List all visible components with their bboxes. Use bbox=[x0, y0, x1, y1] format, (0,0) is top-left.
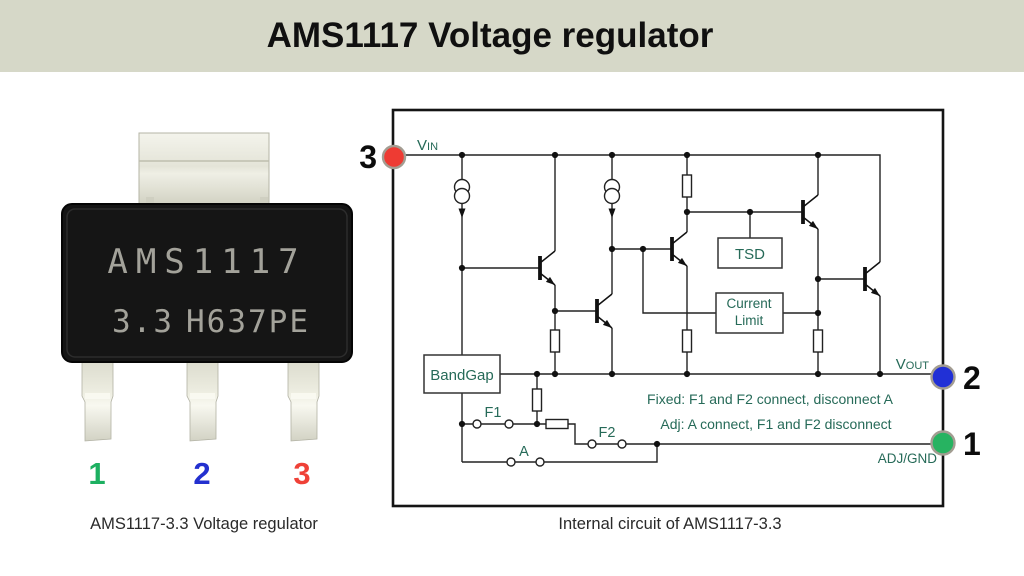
chip-marking-lot: H637PE bbox=[186, 304, 310, 340]
note-adj: Adj: A connect, F1 and F2 disconnect bbox=[660, 416, 891, 432]
vin-pin-number: 3 bbox=[359, 139, 377, 175]
chip-legs bbox=[81, 361, 320, 442]
chip-leg-1 bbox=[81, 361, 114, 442]
chip-body bbox=[61, 203, 353, 363]
current-source-1 bbox=[453, 178, 471, 219]
chip-pin-number-1: 1 bbox=[88, 456, 105, 491]
current-limit-label-2: Limit bbox=[735, 313, 764, 328]
vout-pin-marker bbox=[930, 364, 956, 390]
resistor-r4 bbox=[812, 329, 824, 353]
internal-circuit: TSD Current Limit BandGap bbox=[359, 108, 981, 508]
vin-rail bbox=[395, 154, 881, 262]
tsd-block: TSD bbox=[717, 237, 783, 269]
vout-label: VOUT bbox=[896, 356, 930, 373]
switch-f2-label: F2 bbox=[599, 425, 616, 441]
resistor-r5 bbox=[531, 388, 543, 412]
adj-gnd-pin-number: 1 bbox=[963, 426, 981, 462]
current-source-2 bbox=[603, 178, 621, 219]
circuit-border bbox=[391, 108, 945, 508]
chip-tab-stub-left bbox=[146, 197, 154, 206]
adj-gnd-rail bbox=[462, 423, 941, 445]
chip-leg-3 bbox=[287, 361, 320, 442]
adj-gnd-pin-marker bbox=[930, 430, 956, 456]
chip-leg-2 bbox=[186, 361, 219, 442]
switch-a-label: A bbox=[519, 444, 529, 460]
bandgap-block: BandGap bbox=[423, 354, 501, 394]
transistor-q2 bbox=[595, 292, 614, 330]
resistor-r3 bbox=[681, 329, 693, 353]
vin-label: VIN bbox=[417, 137, 438, 154]
transistor-q1 bbox=[538, 249, 557, 287]
chip-tab-stub-right bbox=[260, 197, 268, 206]
chip-pin-number-2: 2 bbox=[193, 456, 210, 491]
vin-pin-marker bbox=[381, 144, 407, 170]
circuit-wires bbox=[395, 154, 941, 463]
chip-marking-line1: AMS1117 bbox=[107, 242, 306, 282]
current-limit-label-1: Current bbox=[726, 296, 771, 311]
bandgap-label: BandGap bbox=[430, 367, 493, 384]
transistor-q5 bbox=[863, 260, 882, 298]
resistor-r1 bbox=[681, 174, 693, 198]
caption-left: AMS1117-3.3 Voltage regulator bbox=[90, 515, 318, 533]
chip-marking-voltage: 3.3 bbox=[112, 304, 174, 340]
banner: AMS1117 Voltage regulator bbox=[0, 0, 1024, 72]
chip-pin-number-3: 3 bbox=[293, 456, 310, 491]
resistor-r2 bbox=[549, 329, 561, 353]
junction-dots bbox=[458, 151, 884, 448]
switch-f1-label: F1 bbox=[485, 405, 502, 421]
chip-tab bbox=[138, 132, 270, 208]
tsd-label: TSD bbox=[735, 246, 765, 263]
current-limit-block: Current Limit bbox=[715, 292, 784, 334]
vout-pin-number: 2 bbox=[963, 360, 981, 396]
chip-photo: AMS1117 3.3 H637PE 1 2 3 bbox=[61, 132, 353, 491]
transistor-q4 bbox=[801, 193, 820, 231]
note-fixed: Fixed: F1 and F2 connect, disconnect A bbox=[647, 391, 894, 407]
adj-gnd-label: ADJ/GND bbox=[878, 451, 938, 466]
caption-right: Internal circuit of AMS1117-3.3 bbox=[558, 515, 782, 533]
page-title: AMS1117 Voltage regulator bbox=[266, 16, 714, 55]
transistor-q3 bbox=[670, 230, 689, 268]
resistor-r6 bbox=[545, 418, 569, 430]
